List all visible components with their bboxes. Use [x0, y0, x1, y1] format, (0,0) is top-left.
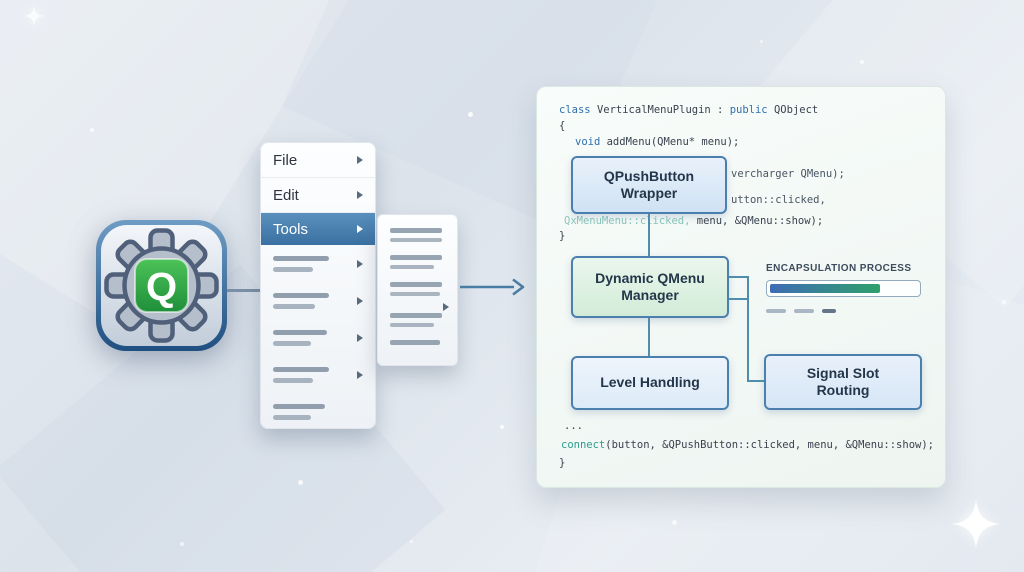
code-line-open-brace: {: [559, 120, 566, 132]
icon-to-menu-connector: [227, 289, 261, 292]
sparkle-dot: [760, 40, 763, 43]
menu-item-placeholder[interactable]: [261, 282, 375, 319]
submenu-arrow-icon: [357, 225, 363, 233]
sparkle-dot: [298, 480, 303, 485]
menu-item-file[interactable]: File: [261, 143, 375, 178]
submenu-item-placeholder[interactable]: [390, 282, 442, 296]
progress-tick: [794, 309, 814, 313]
code-fragment: utton::clicked,: [731, 194, 826, 206]
code-line-close-brace: }: [559, 230, 566, 242]
sparkle-dot: [410, 540, 413, 543]
code-line-class-decl: class VerticalMenuPlugin : public QObjec…: [559, 104, 819, 116]
node-connector: [747, 276, 749, 382]
sparkle-dot: [860, 60, 864, 64]
node-connector: [648, 318, 650, 356]
menu-item-placeholder[interactable]: [261, 319, 375, 356]
menu-item-tools-selected[interactable]: Tools: [261, 213, 375, 245]
code-fragment: vercharger QMenu);: [731, 168, 845, 180]
sparkle-dot: [180, 542, 184, 546]
code-line-addmenu: void addMenu(QMenu* menu);: [575, 136, 740, 148]
submenu-arrow-icon: [357, 191, 363, 199]
submenu-item-placeholder[interactable]: [390, 313, 442, 327]
submenu-flyout: [377, 214, 458, 366]
sparkle-dot: [90, 128, 94, 132]
sparkle-star-icon: [24, 6, 44, 31]
code-line-ellipsis: ...: [564, 420, 583, 432]
menu-item-placeholder[interactable]: [261, 393, 375, 428]
submenu-item-placeholder[interactable]: [390, 255, 442, 269]
node-label: Level Handling: [600, 374, 700, 391]
submenu-item-placeholder[interactable]: [390, 340, 440, 345]
node-label: Signal Slot Routing: [806, 364, 880, 399]
node-connector: [729, 298, 749, 300]
submenu-arrow-icon: [357, 333, 363, 342]
sparkle-dot: [672, 520, 677, 525]
submenu-arrow-icon: [357, 296, 363, 305]
sparkle-dot: [1002, 300, 1006, 304]
sparkle-dot: [468, 112, 473, 117]
qt-gear-app-icon[interactable]: Q: [95, 219, 228, 352]
menu-item-label: File: [273, 151, 298, 169]
node-label: Dynamic QMenu Manager: [595, 269, 705, 304]
submenu-arrow-icon: [357, 259, 363, 268]
menu-item-edit[interactable]: Edit: [261, 178, 375, 213]
encapsulation-progress-bar: [766, 280, 921, 297]
logo-letter: Q: [146, 265, 177, 309]
submenu-arrow-icon: [443, 303, 449, 311]
code-line-connect: connect(button, &QPushButton::clicked, m…: [561, 439, 934, 451]
menu-item-placeholder[interactable]: [261, 356, 375, 393]
vertical-menu: File Edit Tools: [260, 142, 376, 429]
progress-tick: [766, 309, 786, 313]
node-qpushbutton-wrapper: QPushButton Wrapper: [571, 156, 727, 214]
menu-item-label: Edit: [273, 186, 299, 204]
submenu-arrow-icon: [357, 156, 363, 164]
menu-item-label: Tools: [273, 220, 309, 238]
gear-icon: Q: [96, 220, 227, 351]
code-panel: class VerticalMenuPlugin : public QObjec…: [536, 86, 946, 488]
submenu-item-placeholder[interactable]: [390, 228, 442, 242]
node-connector: [729, 276, 749, 278]
node-dynamic-qmenu-manager: Dynamic QMenu Manager: [571, 256, 729, 318]
node-connector: [648, 214, 650, 256]
encapsulation-process-label: ENCAPSULATION PROCESS: [766, 263, 912, 274]
progress-tick: [822, 309, 836, 313]
sparkle-dot: [500, 425, 504, 429]
node-signal-slot-routing: Signal Slot Routing: [764, 354, 922, 410]
node-connector: [747, 380, 764, 382]
progress-fill: [770, 284, 881, 293]
code-line-close-brace: }: [559, 457, 566, 469]
node-label: QPushButton Wrapper: [603, 167, 695, 202]
code-fragment: QxMenuMenu::clicked, menu, &QMenu::show)…: [564, 215, 824, 227]
flow-arrow-icon: [459, 277, 525, 302]
submenu-arrow-icon: [357, 370, 363, 379]
sparkle-star-icon: [952, 500, 1000, 553]
node-level-handling: Level Handling: [571, 356, 729, 410]
menu-item-placeholder[interactable]: [261, 245, 375, 282]
